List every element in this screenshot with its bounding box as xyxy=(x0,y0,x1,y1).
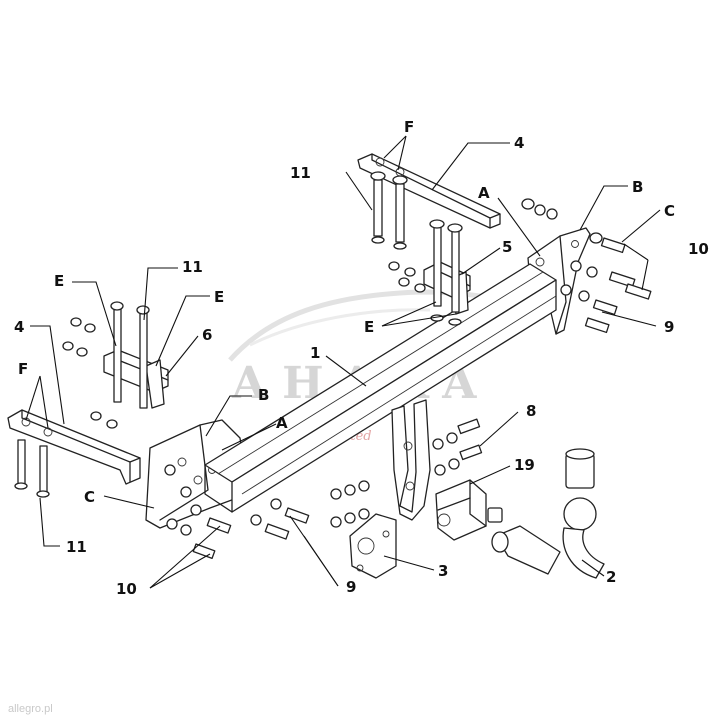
callout-5: 5 xyxy=(502,238,512,256)
crossbar-1 xyxy=(204,263,557,513)
footer-mark: allegro.pl xyxy=(8,703,53,715)
callout-e-right: E xyxy=(364,318,374,336)
callout-8: 8 xyxy=(526,402,536,420)
callout-9-left: 9 xyxy=(346,578,356,596)
callout-c-left: C xyxy=(84,488,95,506)
electric-socket-19 xyxy=(435,479,503,541)
callout-11-top-right: 11 xyxy=(290,164,311,182)
callout-10-left: 10 xyxy=(116,580,137,598)
leader-lines xyxy=(25,135,661,589)
callout-11-bottom-left: 11 xyxy=(66,538,87,556)
callout-6: 6 xyxy=(202,326,212,344)
callout-4-left: 4 xyxy=(14,318,24,336)
callout-e-left-mid: E xyxy=(214,288,224,306)
callout-b-right: B xyxy=(632,178,643,196)
callout-19: 19 xyxy=(514,456,535,474)
callout-c-right: C xyxy=(664,202,675,220)
tow-ball-2 xyxy=(491,448,605,579)
callout-a-left: A xyxy=(276,414,288,432)
callout-a-right: A xyxy=(478,184,490,202)
clamp-block-5 xyxy=(423,261,471,315)
callout-labels: F 4 11 A B C 10 5 9 E 11 E E 6 4 1 F B 8… xyxy=(14,118,709,598)
bracket-right-4 xyxy=(357,153,501,229)
watermark-car-arc xyxy=(249,308,431,347)
callout-e-left-top: E xyxy=(54,272,64,290)
fasteners xyxy=(14,171,652,560)
callout-10-right: 10 xyxy=(688,240,709,258)
callout-f-right: F xyxy=(404,118,414,136)
callout-2: 2 xyxy=(606,568,616,586)
callout-11-top-left: 11 xyxy=(182,258,203,276)
callout-f-left: F xyxy=(18,360,28,378)
ball-mount-tongue xyxy=(391,399,431,521)
callout-1: 1 xyxy=(310,344,320,362)
bracket-left-4 xyxy=(7,409,141,485)
socket-plate-3 xyxy=(349,513,397,579)
callout-3: 3 xyxy=(438,562,448,580)
callout-b-left: B xyxy=(258,386,269,404)
callout-4-right: 4 xyxy=(514,134,524,152)
callout-9-right: 9 xyxy=(664,318,674,336)
